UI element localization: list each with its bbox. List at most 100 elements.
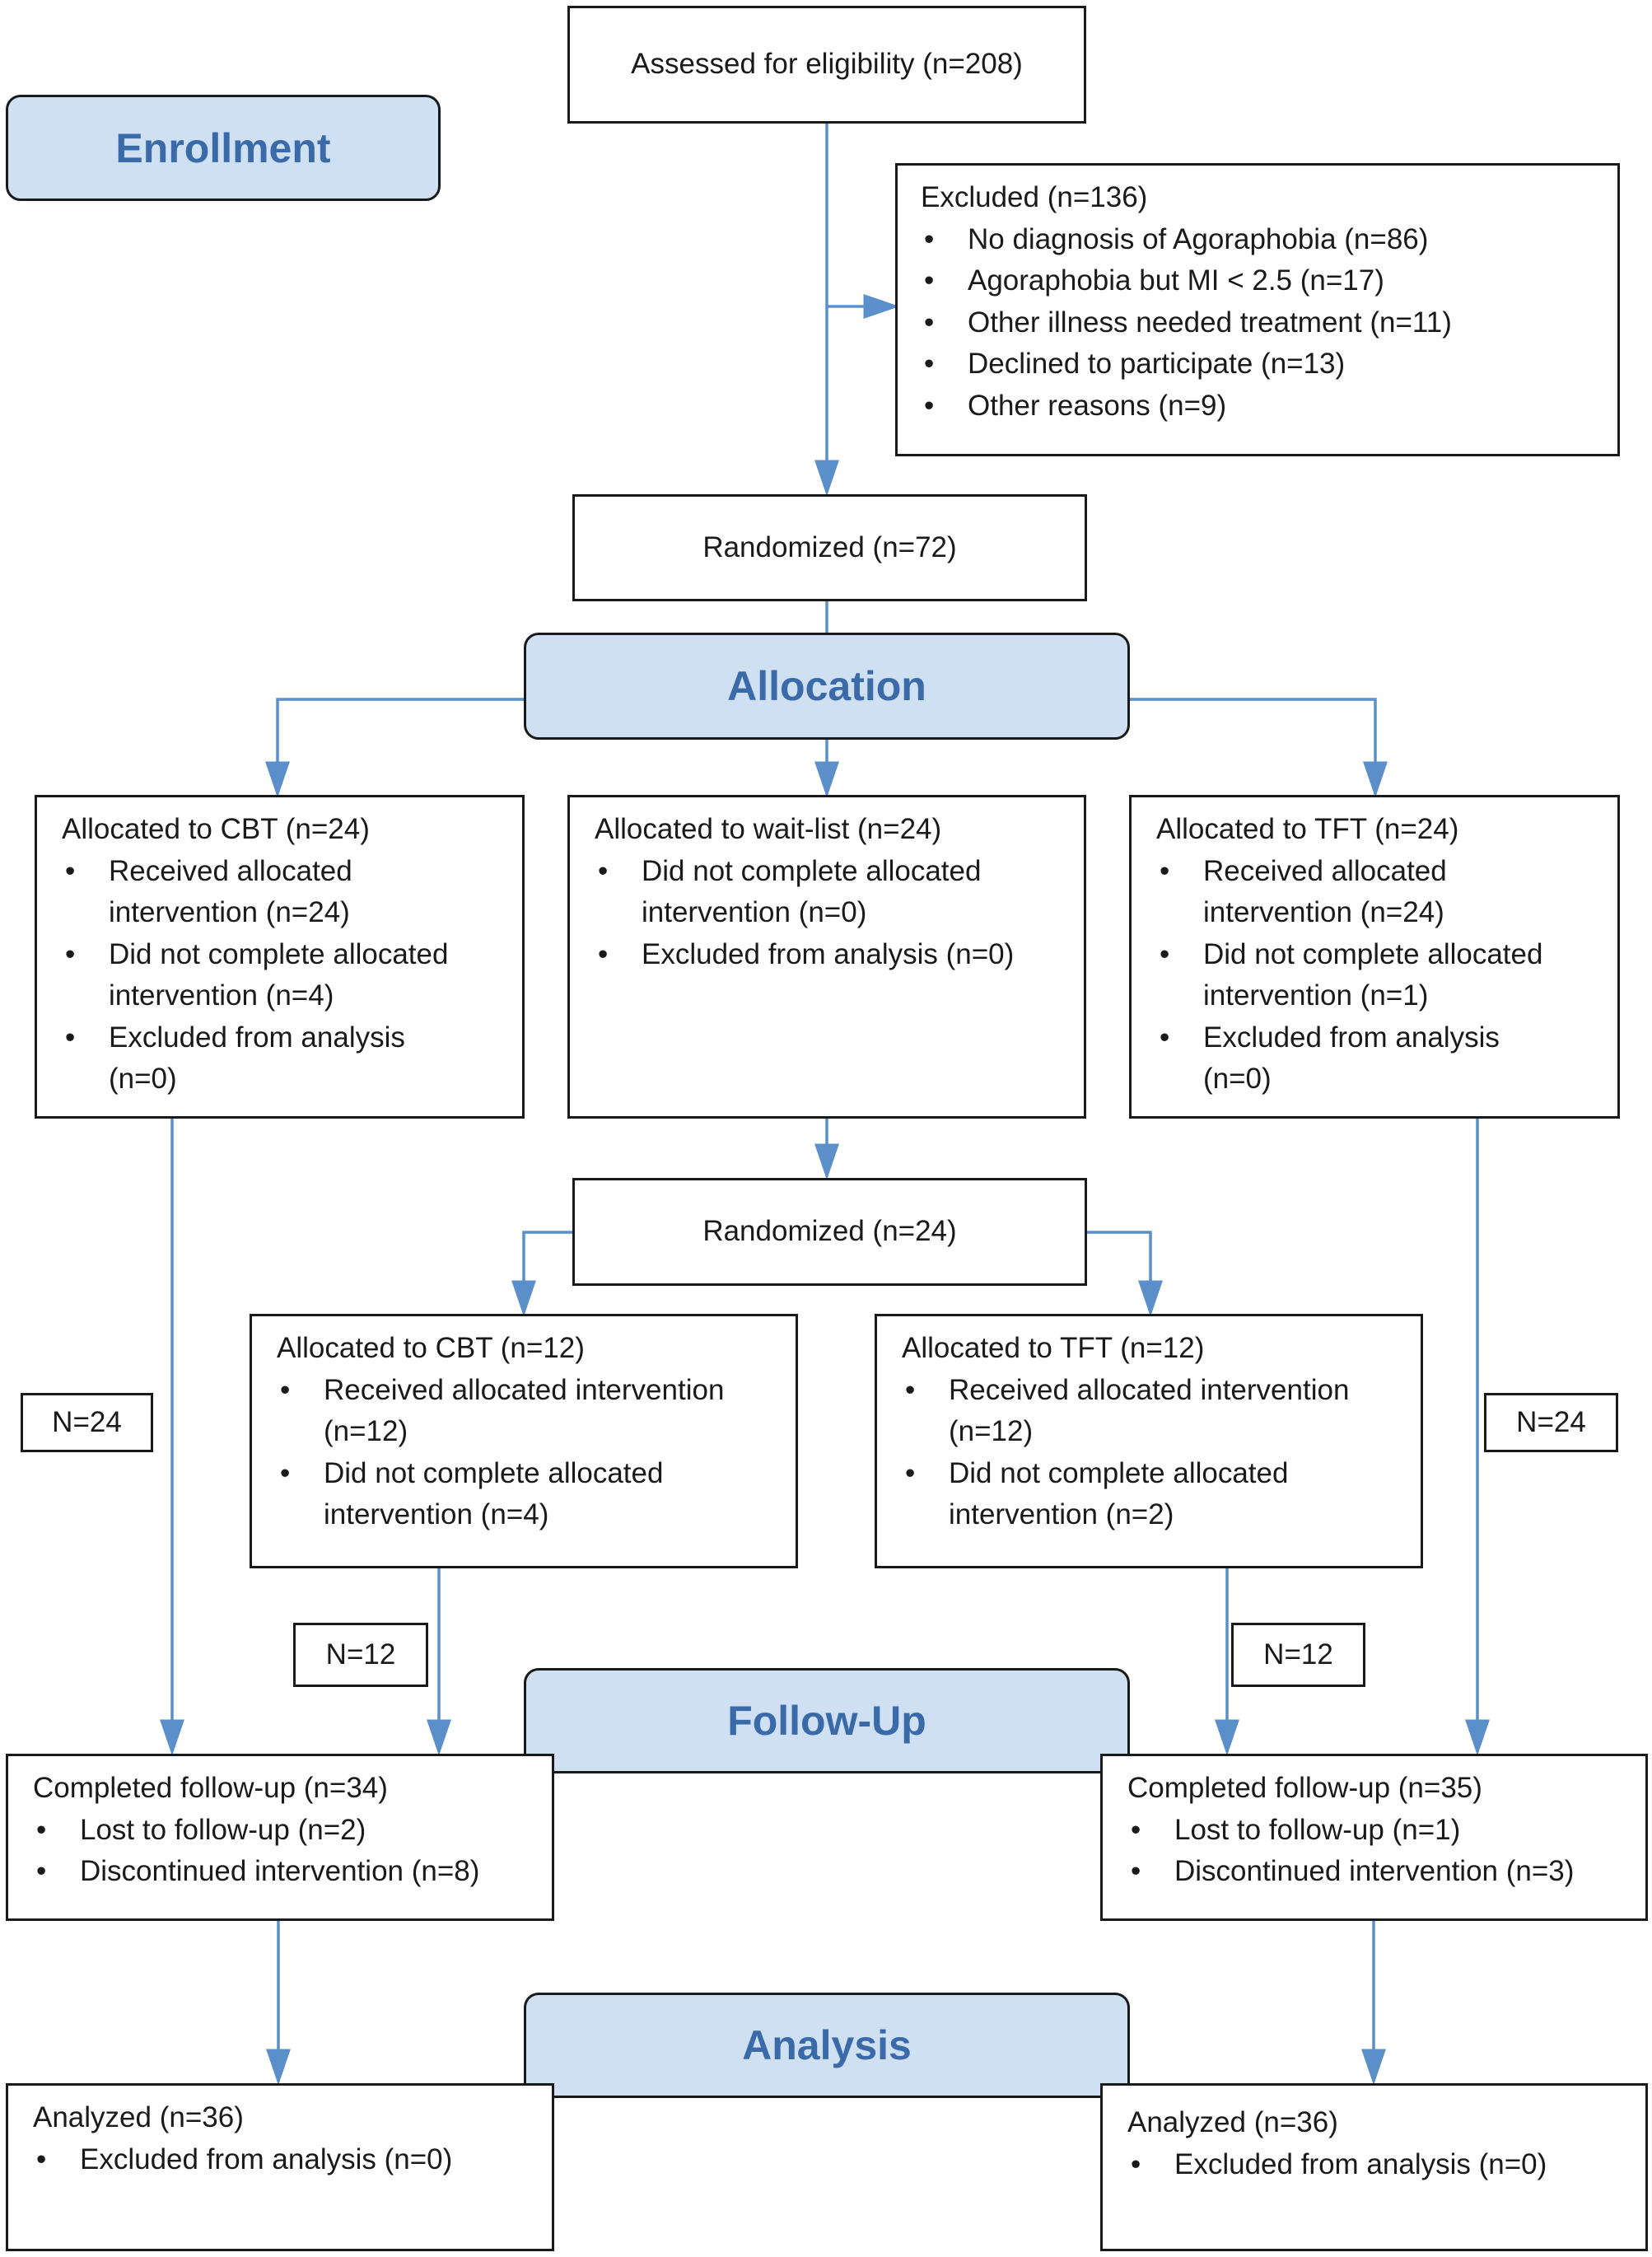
stage-analysis: Analysis	[524, 1993, 1130, 2098]
sub-cbt-item: Did not complete allocated intervention …	[277, 1453, 796, 1536]
followup-right-item: Discontinued intervention (n=3)	[1127, 1851, 1645, 1893]
alloc-waitlist-title: Allocated to wait-list (n=24)	[595, 813, 942, 845]
sub-cbt-list: Received allocated intervention (n=12) D…	[277, 1370, 796, 1536]
item-line: (n=0)	[1203, 1063, 1272, 1095]
item-line: Did not complete allocated	[1203, 937, 1543, 970]
arrow-randomized-to-sub-cbt	[511, 1231, 574, 1317]
item-line: Excluded from analysis	[1203, 1021, 1500, 1054]
alloc-waitlist-list: Did not complete allocated intervention …	[595, 851, 1084, 976]
stage-followup: Follow-Up	[524, 1668, 1130, 1773]
n-label-left-12: N=12	[293, 1623, 428, 1687]
alloc-tft-item: Excluded from analysis (n=0)	[1156, 1017, 1617, 1100]
item-line: (n=12)	[324, 1415, 408, 1447]
stage-allocation-label: Allocation	[727, 663, 926, 709]
analysis-left-title: Analyzed (n=36)	[33, 2101, 244, 2133]
analysis-right-list: Excluded from analysis (n=0)	[1127, 2144, 1645, 2186]
item-line: Excluded from analysis (n=0)	[642, 937, 1015, 970]
analysis-left-box: Analyzed (n=36) Excluded from analysis (…	[6, 2083, 554, 2251]
item-line: Did not complete allocated	[642, 854, 982, 887]
alloc-cbt-box: Allocated to CBT (n=24) Received allocat…	[35, 795, 525, 1119]
excluded-reason: Agoraphobia but MI < 2.5 (n=17)	[921, 260, 1617, 302]
assessed-text: Assessed for eligibility (n=208)	[631, 48, 1023, 81]
arrow-allocation-to-cbt	[265, 698, 524, 798]
sub-cbt-title: Allocated to CBT (n=12)	[277, 1332, 585, 1364]
item-line: (n=0)	[109, 1063, 177, 1095]
alloc-tft-title: Allocated to TFT (n=24)	[1156, 813, 1459, 845]
sub-tft-item: Received allocated intervention (n=12)	[902, 1370, 1421, 1453]
item-line: intervention (n=24)	[1203, 896, 1444, 928]
stage-followup-label: Follow-Up	[727, 1698, 926, 1744]
alloc-tft-item: Did not complete allocated intervention …	[1156, 934, 1617, 1017]
alloc-cbt-item: Excluded from analysis (n=0)	[62, 1017, 522, 1100]
followup-left-list: Lost to follow-up (n=2) Discontinued int…	[33, 1810, 552, 1893]
alloc-cbt-title: Allocated to CBT (n=24)	[62, 813, 370, 845]
randomized-main-box: Randomized (n=72)	[572, 494, 1087, 601]
n-label-text: N=12	[325, 1638, 396, 1671]
assessed-box: Assessed for eligibility (n=208)	[567, 6, 1086, 124]
analysis-right-title: Analyzed (n=36)	[1127, 2106, 1338, 2138]
followup-left-title: Completed follow-up (n=34)	[33, 1772, 388, 1804]
analysis-right-box: Analyzed (n=36) Excluded from analysis (…	[1100, 2083, 1648, 2251]
alloc-tft-list: Received allocated intervention (n=24) D…	[1156, 851, 1617, 1100]
randomized-waitlist-text: Randomized (n=24)	[702, 1215, 957, 1248]
analysis-left-item: Excluded from analysis (n=0)	[33, 2139, 552, 2181]
n-label-right-24: N=24	[1484, 1393, 1618, 1452]
sub-tft-item: Did not complete allocated intervention …	[902, 1453, 1421, 1536]
alloc-tft-item: Received allocated intervention (n=24)	[1156, 851, 1617, 934]
sub-tft-box: Allocated to TFT (n=12) Received allocat…	[875, 1314, 1423, 1568]
excluded-reason: Other reasons (n=9)	[921, 386, 1617, 428]
excluded-box: Excluded (n=136) No diagnosis of Agoraph…	[895, 163, 1620, 456]
item-line: intervention (n=2)	[949, 1498, 1174, 1530]
sub-cbt-box: Allocated to CBT (n=12) Received allocat…	[250, 1314, 798, 1568]
sub-cbt-item: Received allocated intervention (n=12)	[277, 1370, 796, 1453]
n-label-left-24: N=24	[21, 1393, 153, 1452]
item-line: Received allocated	[109, 854, 352, 887]
followup-right-item: Lost to follow-up (n=1)	[1127, 1810, 1645, 1852]
analysis-right-item: Excluded from analysis (n=0)	[1127, 2144, 1645, 2186]
n-label-text: N=24	[1516, 1405, 1586, 1438]
followup-right-title: Completed follow-up (n=35)	[1127, 1772, 1482, 1804]
alloc-cbt-list: Received allocated intervention (n=24) D…	[62, 851, 522, 1100]
item-line: Received allocated	[1203, 854, 1447, 887]
item-line: intervention (n=0)	[642, 896, 867, 928]
followup-left-item: Discontinued intervention (n=8)	[33, 1851, 552, 1893]
excluded-reason: Declined to participate (n=13)	[921, 343, 1617, 386]
n-label-right-12: N=12	[1231, 1623, 1365, 1687]
arrow-randomized-to-sub-tft	[1085, 1231, 1163, 1317]
n-label-text: N=12	[1263, 1638, 1333, 1671]
followup-right-list: Lost to follow-up (n=1) Discontinued int…	[1127, 1810, 1645, 1893]
alloc-tft-box: Allocated to TFT (n=24) Received allocat…	[1129, 795, 1620, 1119]
item-line: Received allocated intervention	[324, 1373, 725, 1406]
item-line: intervention (n=1)	[1203, 979, 1429, 1012]
arrow-allocation-to-tft	[1130, 698, 1388, 798]
stage-enrollment-label: Enrollment	[115, 124, 331, 171]
item-line: intervention (n=4)	[324, 1498, 549, 1530]
item-line: Received allocated intervention	[949, 1373, 1350, 1406]
item-line: Did not complete allocated	[949, 1456, 1289, 1489]
alloc-cbt-item: Received allocated intervention (n=24)	[62, 851, 522, 934]
excluded-title: Excluded (n=136)	[921, 181, 1148, 213]
item-line: Did not complete allocated	[324, 1456, 664, 1489]
analysis-left-list: Excluded from analysis (n=0)	[33, 2139, 552, 2181]
alloc-cbt-item: Did not complete allocated intervention …	[62, 934, 522, 1017]
item-line: Did not complete allocated	[109, 937, 449, 970]
item-line: intervention (n=24)	[109, 896, 350, 928]
item-line: Excluded from analysis	[109, 1021, 405, 1054]
alloc-waitlist-item: Excluded from analysis (n=0)	[595, 934, 1084, 976]
sub-tft-title: Allocated to TFT (n=12)	[902, 1332, 1205, 1364]
excluded-reason: No diagnosis of Agoraphobia (n=86)	[921, 219, 1617, 261]
alloc-waitlist-item: Did not complete allocated intervention …	[595, 851, 1084, 934]
item-line: intervention (n=4)	[109, 979, 334, 1012]
excluded-reason: Other illness needed treatment (n=11)	[921, 302, 1617, 344]
n-label-text: N=24	[52, 1405, 122, 1438]
sub-tft-list: Received allocated intervention (n=12) D…	[902, 1370, 1421, 1536]
stage-allocation: Allocation	[524, 633, 1130, 740]
alloc-waitlist-box: Allocated to wait-list (n=24) Did not co…	[567, 795, 1086, 1119]
followup-left-item: Lost to follow-up (n=2)	[33, 1810, 552, 1852]
randomized-main-text: Randomized (n=72)	[702, 530, 957, 563]
followup-right-box: Completed follow-up (n=35) Lost to follo…	[1100, 1754, 1648, 1921]
stage-enrollment: Enrollment	[6, 95, 441, 201]
item-line: (n=12)	[949, 1415, 1034, 1447]
